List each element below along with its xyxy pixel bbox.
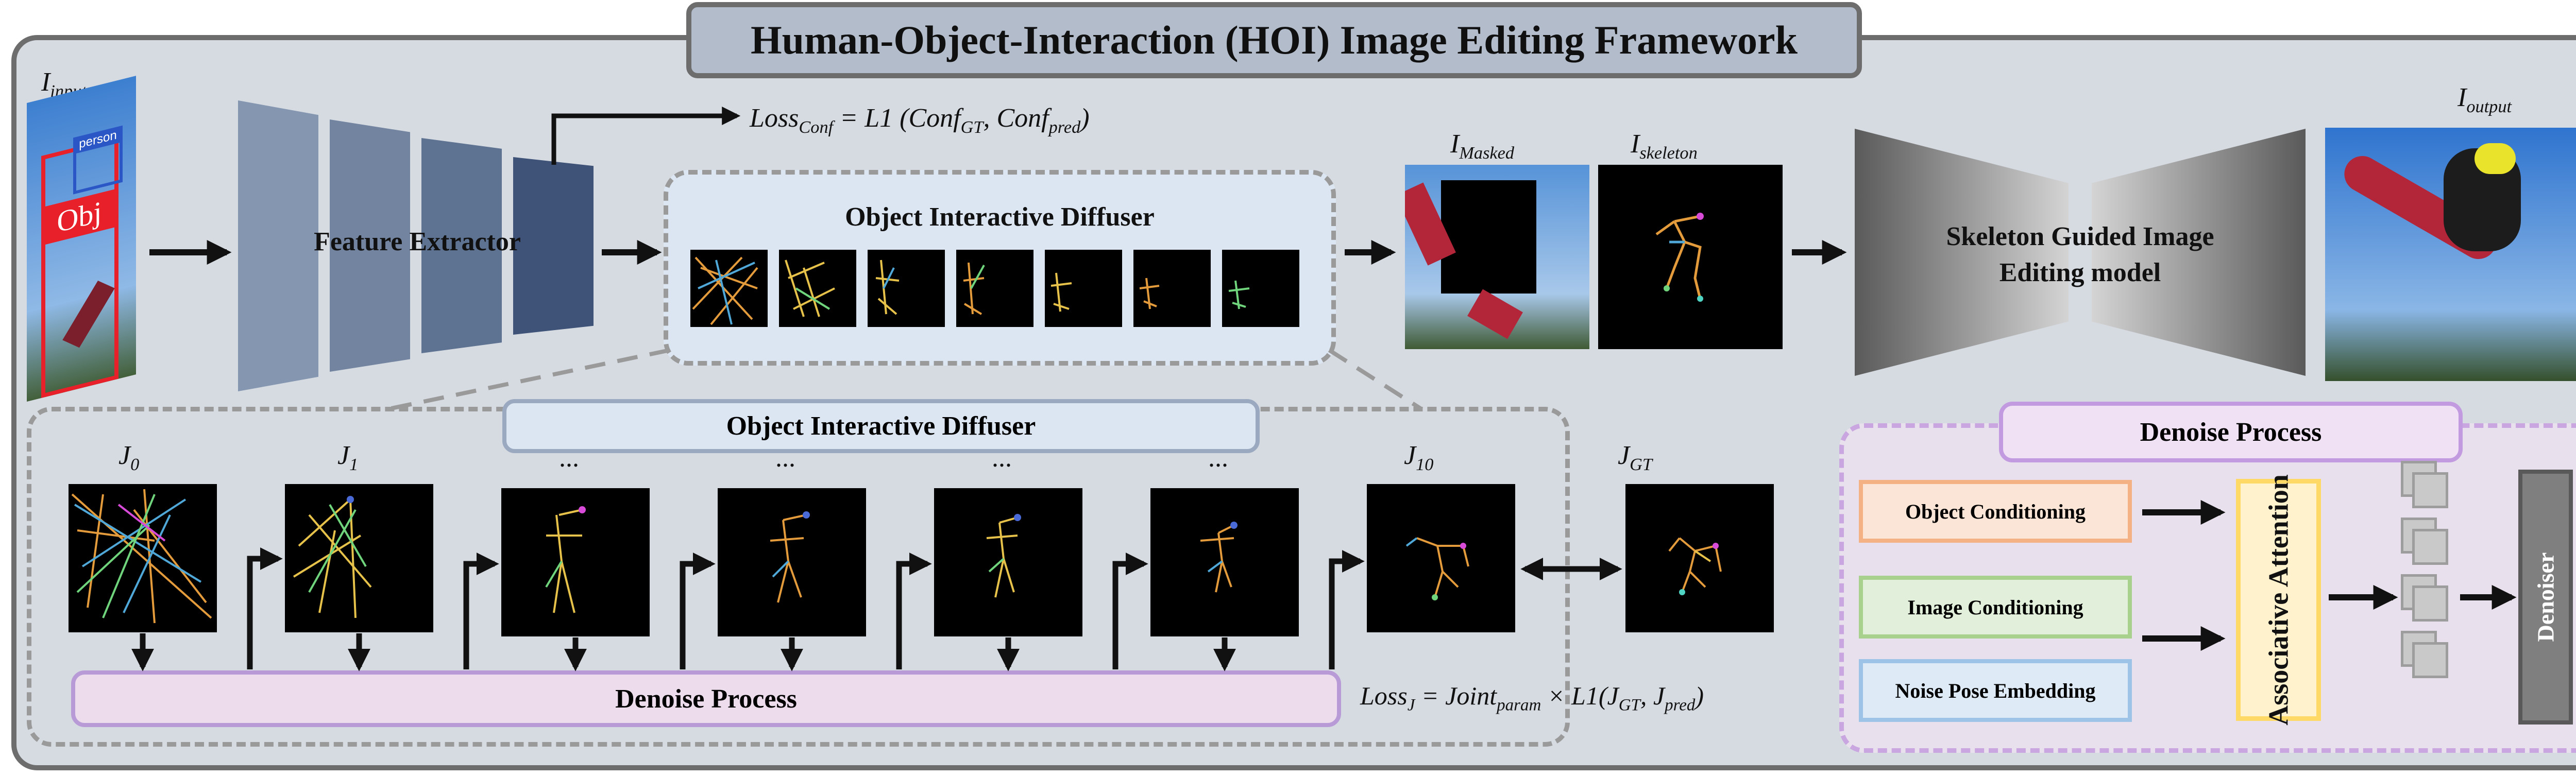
associative-attention-box xyxy=(2236,479,2321,721)
oid-top-skeletons xyxy=(692,256,1250,325)
arrow-bar-to-j2 xyxy=(463,553,499,669)
ellipsis-1: ... xyxy=(559,443,579,473)
arrow-extractor-to-loss xyxy=(551,107,741,165)
j10-pose xyxy=(1405,537,1469,600)
feature-extractor-label: Feature Extractor xyxy=(314,227,521,256)
feature-extractor-layer-1 xyxy=(238,100,318,391)
denoise-panel-title: Denoise Process xyxy=(1999,402,2463,462)
editing-model-label-line1: Skeleton Guided Image xyxy=(1946,222,2214,251)
oid-top-skel-5 xyxy=(1050,272,1072,312)
mask-region xyxy=(1441,180,1536,294)
image-conditioning-box: Image Conditioning xyxy=(1859,576,2132,639)
denoiser-box xyxy=(2518,470,2573,725)
noise-pose-embedding-box: Noise Pose Embedding xyxy=(1859,659,2132,722)
feature-stack-8 xyxy=(2412,642,2448,678)
loss-conf-equation: LossConf = L1 (ConfGT, Confpred) xyxy=(750,104,1090,137)
jgt-pose xyxy=(1668,537,1722,595)
j1-label: J1 xyxy=(337,441,359,474)
oid-bottom-label: Object Interactive Diffuser xyxy=(502,399,1260,453)
j2-frame xyxy=(501,488,650,636)
oid-top-skel-4 xyxy=(963,262,985,315)
object-conditioning-box: Object Conditioning xyxy=(1859,480,2132,543)
skeleton-image-pose xyxy=(1655,213,1704,302)
j0-pose xyxy=(71,489,212,624)
masked-label: IMasked xyxy=(1450,129,1515,163)
ellipsis-4: ... xyxy=(1208,443,1228,473)
j10-label: J10 xyxy=(1404,441,1434,474)
feature-stack-4 xyxy=(2412,529,2448,565)
feature-stack-6 xyxy=(2412,585,2448,622)
arrow-bar-to-j10 xyxy=(1329,550,1365,669)
skeleton-image xyxy=(1598,165,1783,349)
j3-pose xyxy=(770,511,810,603)
j0-label: J0 xyxy=(118,441,140,474)
oid-top-skel-1 xyxy=(692,256,758,325)
denoise-panel-arrows xyxy=(2142,500,2517,651)
j5-frame xyxy=(1150,488,1299,636)
feature-extractor-layer-2 xyxy=(330,119,410,372)
j4-pose xyxy=(986,514,1021,598)
arrow-bar-to-j5 xyxy=(1112,553,1148,669)
j4-frame xyxy=(934,488,1082,636)
flow-arrows xyxy=(149,107,1847,265)
output-image xyxy=(2325,128,2576,381)
j2-pose xyxy=(545,506,586,613)
feature-extractor-layer-4 xyxy=(513,157,594,335)
j10-frame xyxy=(1367,484,1515,632)
j3-frame xyxy=(718,488,866,636)
arrow-bar-to-j4 xyxy=(896,553,932,669)
oid-top-skel-2 xyxy=(785,260,835,317)
feature-extractor-layer-3 xyxy=(421,138,502,353)
jgt-frame xyxy=(1625,484,1774,632)
oid-top-skel-6 xyxy=(1139,278,1160,309)
editing-model-label: Skeleton Guided Image Editing model xyxy=(1855,219,2306,291)
editing-model-label-line2: Editing model xyxy=(1999,258,2161,287)
oid-thumb-7 xyxy=(1222,250,1299,327)
j1-frame xyxy=(285,484,433,632)
framework-title: Human-Object-Interaction (HOI) Image Edi… xyxy=(686,2,1862,78)
arrow-bar-to-j3 xyxy=(680,553,716,669)
arrow-bar-to-j1 xyxy=(247,547,283,669)
zoom-line-left xyxy=(386,348,670,411)
zoom-connectors xyxy=(386,348,1423,411)
j1-pose xyxy=(293,496,372,618)
output-helmet xyxy=(2475,143,2516,174)
oid-top-skel-7 xyxy=(1228,280,1250,309)
loss-j-equation: LossJ = Jointparam × L1(JGT, Jpred) xyxy=(1360,681,1704,715)
ellipsis-2: ... xyxy=(775,443,795,473)
j5-pose xyxy=(1200,522,1238,593)
denoise-process-bar: Denoise Process xyxy=(71,670,1341,727)
output-label: Ioutput xyxy=(2458,83,2512,116)
zoom-line-right xyxy=(1328,348,1423,411)
oid-top-skel-3 xyxy=(875,260,900,315)
feature-stack-2 xyxy=(2412,472,2448,508)
diffusion-arrows xyxy=(131,547,1622,671)
masked-image xyxy=(1405,165,1589,349)
jgt-label: JGT xyxy=(1618,441,1652,474)
oid-top-label: Object Interactive Diffuser xyxy=(845,202,1155,232)
ellipsis-3: ... xyxy=(992,443,1012,473)
skeleton-label: Iskeleton xyxy=(1631,129,1698,163)
